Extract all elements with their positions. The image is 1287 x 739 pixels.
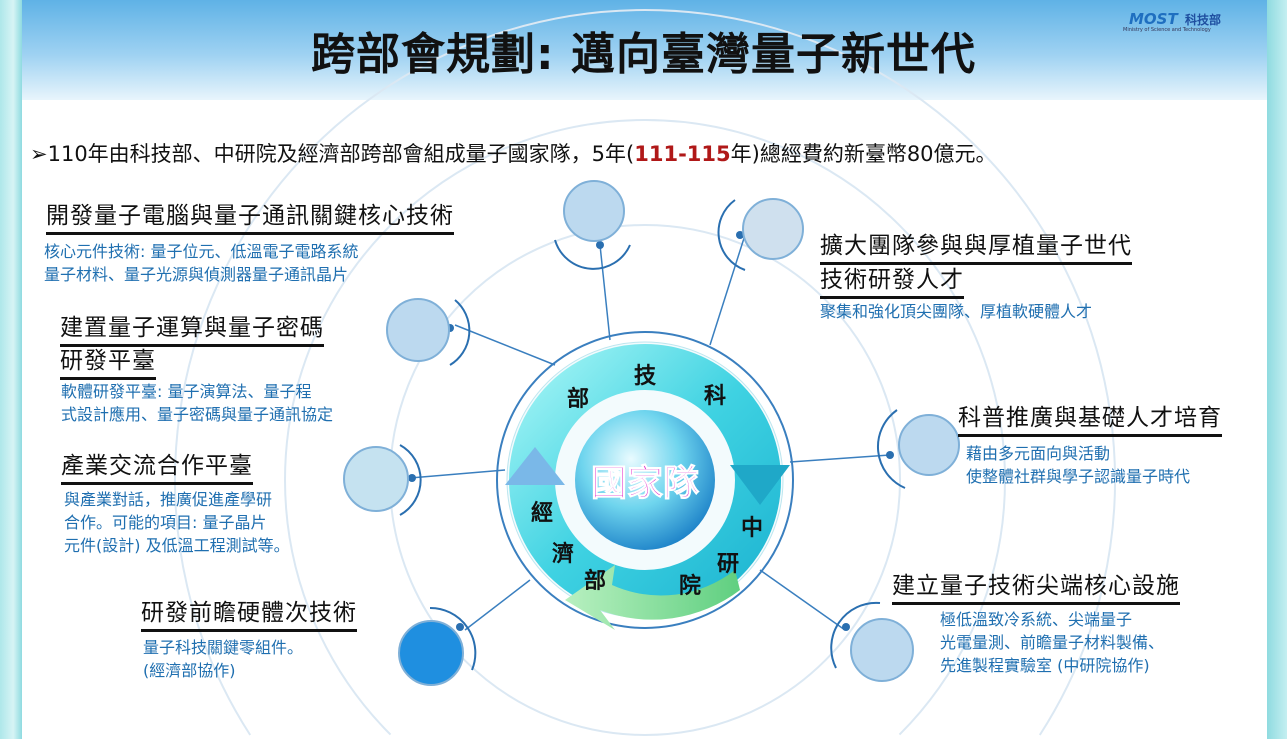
item-title: 研發前瞻硬體次技術 <box>141 597 357 632</box>
ring-char: 中 <box>741 516 763 541</box>
logo-brand: MOST <box>1129 10 1178 28</box>
intro-prefix: ➢110年由科技部、中研院及經濟部跨部會組成量子國家隊，5年( <box>30 142 635 166</box>
item-desc: 核心元件技術: 量子位元、低溫電子電路系統量子材料、量子光源與偵測器量子通訊晶片 <box>44 242 359 284</box>
quantum-tech-icon <box>563 180 625 242</box>
item-title: 建立量子技術尖端核心設施 <box>892 570 1180 605</box>
ring-char: 部 <box>584 568 606 594</box>
center-label: 國家隊 <box>591 463 699 504</box>
item-desc: 極低溫致冷系統、尖端量子光電量測、前瞻量子材料製備、先進製程實驗室 (中研院協作… <box>940 610 1165 675</box>
intro-text: ➢110年由科技部、中研院及經濟部跨部會組成量子國家隊，5年(111-115年)… <box>30 138 997 168</box>
team-icon <box>742 198 804 260</box>
ring-char: 經 <box>531 500 553 526</box>
item-title: 研發平臺 <box>60 345 156 380</box>
network-icon <box>386 298 450 362</box>
center-sphere <box>575 410 715 550</box>
intro-suffix: 年)總經費約新臺幣80億元。 <box>730 142 997 166</box>
item-title: 建置量子運算與量子密碼 <box>60 312 324 347</box>
factory-icon <box>343 446 409 512</box>
item-title: 擴大團隊參與與厚植量子世代 <box>820 230 1132 265</box>
ring-char: 濟 <box>552 541 574 567</box>
item-desc: 聚集和強化頂尖團隊、厚植軟硬體人才 <box>820 302 1093 321</box>
ring-char: 部 <box>567 386 589 412</box>
intro-highlight: 111-115 <box>634 142 731 166</box>
ring-char: 院 <box>679 573 701 599</box>
item-desc: 與產業對話，推廣促進產學研合作。可能的項目: 量子晶片元件(設計) 及低溫工程測… <box>64 490 290 555</box>
item-desc: 藉由多元面向與活動使整體社群與學子認識量子時代 <box>966 444 1191 486</box>
ring-char: 技 <box>634 364 657 389</box>
chip-icon <box>850 618 914 682</box>
ring-char: 研 <box>717 552 739 577</box>
logo-name-zh: 科技部 <box>1185 13 1222 27</box>
right-stripe <box>1267 0 1287 739</box>
item-title: 產業交流合作平臺 <box>61 450 253 485</box>
item-title: 技術研發人才 <box>820 264 964 299</box>
item-title: 開發量子電腦與量子通訊關鍵核心技術 <box>46 200 454 235</box>
item-desc: 量子科技關鍵零組件。(經濟部協作) <box>143 638 304 680</box>
most-logo: MOST 科技部 Ministry of Science and Technol… <box>1107 4 1257 34</box>
item-desc: 軟體研發平臺: 量子演算法、量子程式設計應用、量子密碼與量子通訊協定 <box>61 382 334 424</box>
left-stripe <box>0 0 22 739</box>
ring-char: 科 <box>704 384 726 409</box>
hardware-icon <box>398 620 464 686</box>
item-title: 科普推廣與基礎人才培育 <box>958 402 1222 437</box>
connector-lines <box>409 234 891 631</box>
page-title: 跨部會規劃: 邁向臺灣量子新世代 <box>311 29 976 80</box>
people-icon <box>898 414 960 476</box>
logo-name-en: Ministry of Science and Technology <box>1123 27 1211 33</box>
header-band <box>0 0 1287 100</box>
